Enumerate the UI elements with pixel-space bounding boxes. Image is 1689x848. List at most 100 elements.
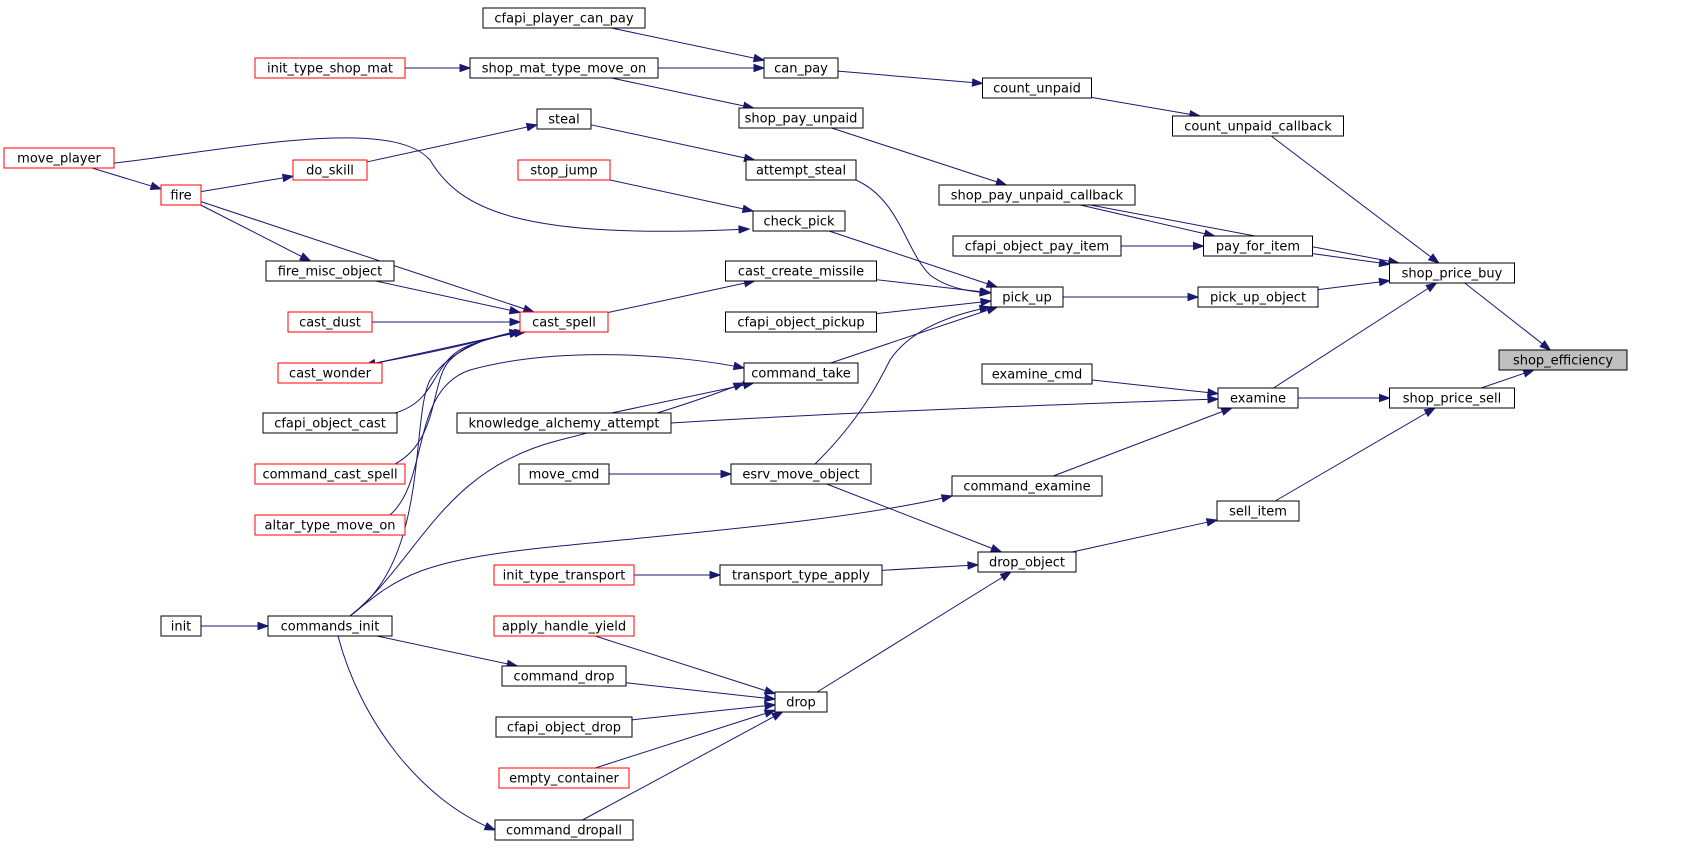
- node-box[interactable]: [1172, 115, 1344, 137]
- node-box[interactable]: [977, 551, 1077, 573]
- node-steal[interactable]: steal: [536, 108, 592, 130]
- node-shop_price_buy[interactable]: shop_price_buy: [1389, 262, 1515, 284]
- node-do_skill[interactable]: do_skill: [292, 159, 368, 181]
- node-box[interactable]: [287, 311, 373, 333]
- node-box[interactable]: [725, 311, 877, 333]
- node-box[interactable]: [1389, 387, 1515, 409]
- node-box[interactable]: [982, 77, 1092, 99]
- node-box[interactable]: [1203, 235, 1313, 257]
- node-init[interactable]: init: [160, 615, 202, 637]
- node-attempt_steal[interactable]: attempt_steal: [745, 159, 857, 181]
- node-box[interactable]: [725, 260, 877, 282]
- node-apply_handle_yield[interactable]: apply_handle_yield: [493, 615, 635, 637]
- node-box[interactable]: [990, 286, 1064, 308]
- node-box[interactable]: [536, 108, 592, 130]
- node-box[interactable]: [952, 235, 1122, 257]
- node-box[interactable]: [160, 615, 202, 637]
- node-box[interactable]: [730, 463, 872, 485]
- node-box[interactable]: [265, 260, 395, 282]
- node-box[interactable]: [254, 514, 406, 536]
- node-stop_jump[interactable]: stop_jump: [517, 159, 611, 181]
- node-shop_pay_unpaid[interactable]: shop_pay_unpaid: [738, 107, 864, 129]
- node-command_cast_spell[interactable]: command_cast_spell: [254, 463, 406, 485]
- node-box[interactable]: [498, 767, 630, 789]
- node-box[interactable]: [1389, 262, 1515, 284]
- node-cfapi_object_drop[interactable]: cfapi_object_drop: [495, 716, 633, 738]
- node-pick_up[interactable]: pick_up: [990, 286, 1064, 308]
- node-examine[interactable]: examine: [1217, 387, 1299, 409]
- node-box[interactable]: [519, 311, 609, 333]
- node-box[interactable]: [456, 412, 672, 434]
- node-knowledge_alchemy_attempt[interactable]: knowledge_alchemy_attempt: [456, 412, 672, 434]
- node-box[interactable]: [262, 412, 398, 434]
- node-box[interactable]: [277, 362, 383, 384]
- node-shop_pay_unpaid_callback[interactable]: shop_pay_unpaid_callback: [938, 184, 1136, 206]
- node-box[interactable]: [160, 184, 202, 206]
- node-cast_wonder[interactable]: cast_wonder: [277, 362, 383, 384]
- node-box[interactable]: [774, 691, 828, 713]
- node-box[interactable]: [493, 564, 635, 586]
- node-box[interactable]: [938, 184, 1136, 206]
- node-cast_dust[interactable]: cast_dust: [287, 311, 373, 333]
- node-cfapi_object_pickup[interactable]: cfapi_object_pickup: [725, 311, 877, 333]
- node-box[interactable]: [3, 147, 115, 169]
- node-box[interactable]: [1197, 286, 1319, 308]
- node-count_unpaid[interactable]: count_unpaid: [982, 77, 1092, 99]
- node-transport_type_apply[interactable]: transport_type_apply: [719, 564, 883, 586]
- node-pay_for_item[interactable]: pay_for_item: [1203, 235, 1313, 257]
- node-check_pick[interactable]: check_pick: [752, 210, 846, 232]
- node-box[interactable]: [501, 665, 627, 687]
- node-shop_mat_type_move_on[interactable]: shop_mat_type_move_on: [469, 57, 659, 79]
- node-command_take[interactable]: command_take: [743, 362, 859, 384]
- node-esrv_move_object[interactable]: esrv_move_object: [730, 463, 872, 485]
- node-box[interactable]: [254, 57, 406, 79]
- node-box[interactable]: [1217, 387, 1299, 409]
- node-box[interactable]: [981, 363, 1093, 385]
- node-command_drop[interactable]: command_drop: [501, 665, 627, 687]
- node-drop_object[interactable]: drop_object: [977, 551, 1077, 573]
- node-box[interactable]: [517, 159, 611, 181]
- node-box[interactable]: [719, 564, 883, 586]
- node-box[interactable]: [495, 716, 633, 738]
- node-fire_misc_object[interactable]: fire_misc_object: [265, 260, 395, 282]
- node-box[interactable]: [494, 819, 634, 841]
- node-init_type_shop_mat[interactable]: init_type_shop_mat: [254, 57, 406, 79]
- node-box[interactable]: [763, 57, 839, 79]
- node-move_player[interactable]: move_player: [3, 147, 115, 169]
- node-cfapi_object_cast[interactable]: cfapi_object_cast: [262, 412, 398, 434]
- node-commands_init[interactable]: commands_init: [267, 615, 393, 637]
- node-cfapi_object_pay_item[interactable]: cfapi_object_pay_item: [952, 235, 1122, 257]
- node-command_dropall[interactable]: command_dropall: [494, 819, 634, 841]
- node-box[interactable]: [752, 210, 846, 232]
- node-box[interactable]: [745, 159, 857, 181]
- node-fire[interactable]: fire: [160, 184, 202, 206]
- node-box[interactable]: [1216, 500, 1300, 522]
- node-cast_spell[interactable]: cast_spell: [519, 311, 609, 333]
- node-examine_cmd[interactable]: examine_cmd: [981, 363, 1093, 385]
- node-pick_up_object[interactable]: pick_up_object: [1197, 286, 1319, 308]
- node-shop_price_sell[interactable]: shop_price_sell: [1389, 387, 1515, 409]
- node-box[interactable]: [292, 159, 368, 181]
- node-box[interactable]: [254, 463, 406, 485]
- node-box[interactable]: [493, 615, 635, 637]
- node-box[interactable]: [951, 475, 1103, 497]
- node-cfapi_player_can_pay[interactable]: cfapi_player_can_pay: [482, 7, 646, 29]
- node-cast_create_missile[interactable]: cast_create_missile: [725, 260, 877, 282]
- node-sell_item[interactable]: sell_item: [1216, 500, 1300, 522]
- node-command_examine[interactable]: command_examine: [951, 475, 1103, 497]
- node-box[interactable]: [482, 7, 646, 29]
- node-drop[interactable]: drop: [774, 691, 828, 713]
- node-box[interactable]: [1498, 349, 1628, 371]
- node-empty_container[interactable]: empty_container: [498, 767, 630, 789]
- node-move_cmd[interactable]: move_cmd: [518, 463, 610, 485]
- node-count_unpaid_callback[interactable]: count_unpaid_callback: [1172, 115, 1344, 137]
- node-box[interactable]: [518, 463, 610, 485]
- node-altar_type_move_on[interactable]: altar_type_move_on: [254, 514, 406, 536]
- node-box[interactable]: [267, 615, 393, 637]
- node-box[interactable]: [469, 57, 659, 79]
- node-shop_efficiency[interactable]: shop_efficiency: [1498, 349, 1628, 371]
- node-init_type_transport[interactable]: init_type_transport: [493, 564, 635, 586]
- node-box[interactable]: [738, 107, 864, 129]
- node-box[interactable]: [743, 362, 859, 384]
- node-can_pay[interactable]: can_pay: [763, 57, 839, 79]
